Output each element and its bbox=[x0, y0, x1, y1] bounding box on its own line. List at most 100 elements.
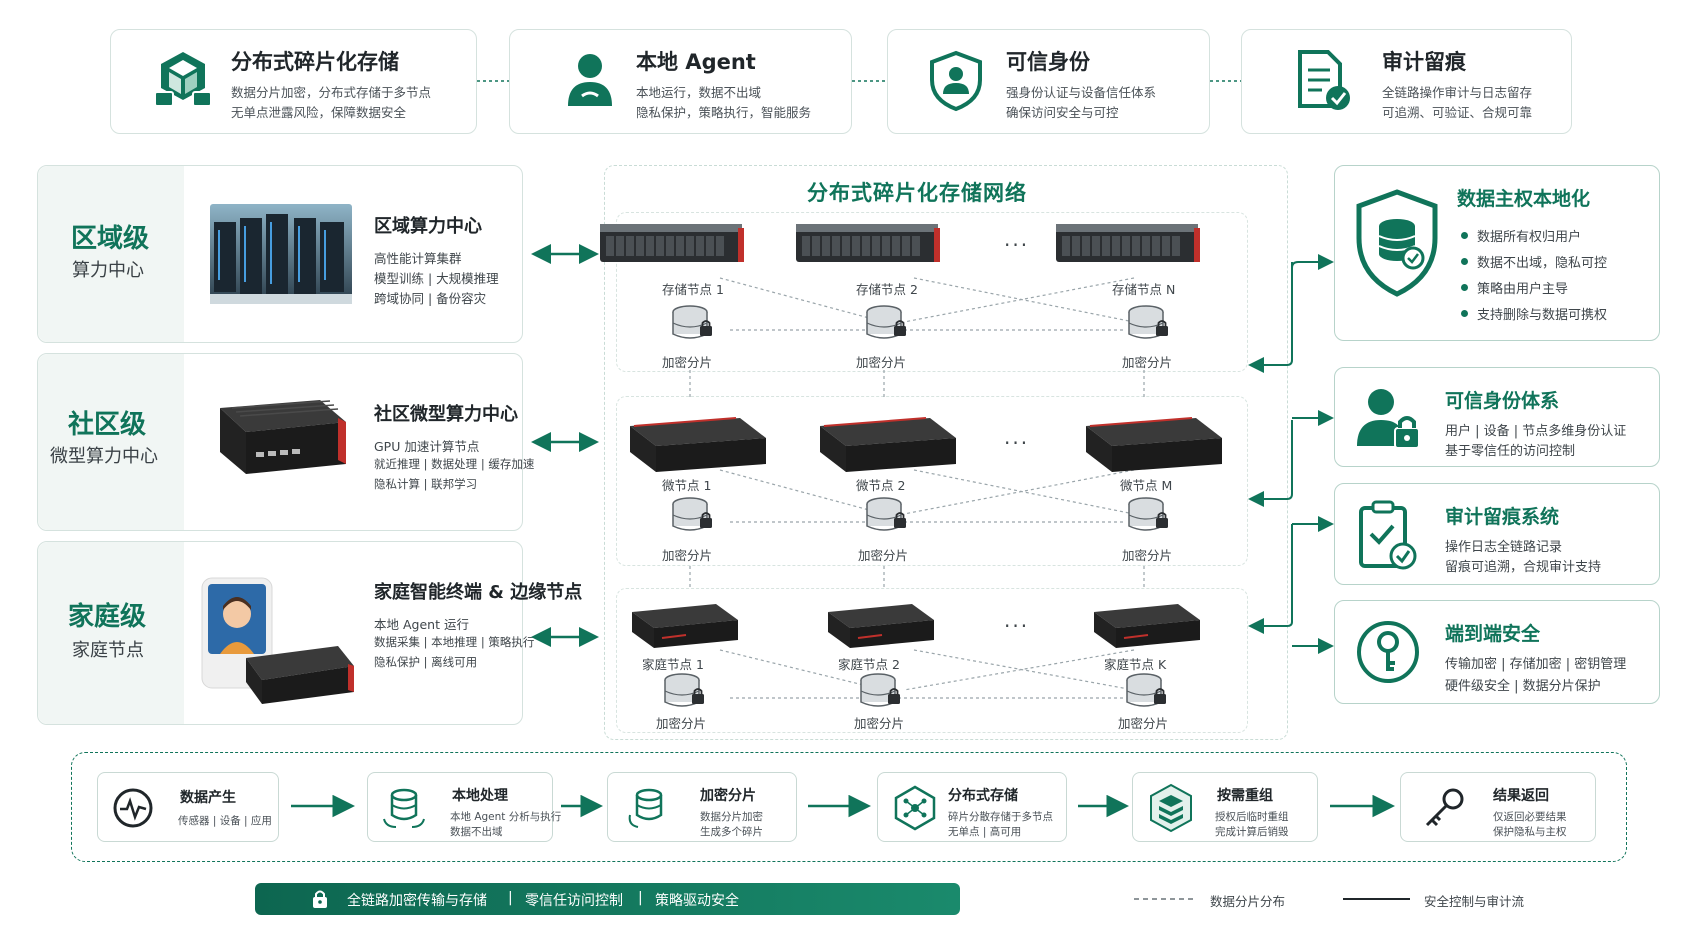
key-icon bbox=[1425, 788, 1464, 827]
drive-bay bbox=[1132, 236, 1140, 256]
tier-name: 家庭级 bbox=[68, 602, 147, 632]
panel-item: 策略由用户主导 bbox=[1477, 282, 1569, 297]
lock-icon bbox=[888, 694, 900, 704]
tier-card-regional: 区域级 算力中心 区域算力中心 高性能计算集群 模型训练 | 大规模推理 跨域协… bbox=[37, 165, 523, 343]
database-process-icon bbox=[383, 788, 425, 828]
drive-bay bbox=[606, 236, 614, 256]
pipeline-line: 保护隐私与主权 bbox=[1493, 826, 1567, 838]
lock-icon bbox=[692, 694, 704, 704]
pipeline-line: 无单点 | 高可用 bbox=[948, 826, 1022, 838]
box-front bbox=[1116, 620, 1200, 648]
panel-line: 硬件级安全 | 数据分片保护 bbox=[1445, 679, 1601, 694]
tier-sub: 微型算力中心 bbox=[50, 446, 158, 467]
box-side bbox=[1094, 612, 1116, 648]
drive-bay bbox=[676, 236, 684, 256]
panel-item: 支持删除与数据可携权 bbox=[1477, 308, 1608, 323]
feature-line: 全链路操作审计与日志留存 bbox=[1382, 85, 1533, 100]
shard-label: 加密分片 bbox=[662, 355, 713, 370]
shield-user-icon bbox=[930, 50, 982, 112]
mesh-line bbox=[913, 277, 1135, 323]
lock-icon bbox=[313, 890, 327, 908]
shard-body bbox=[673, 312, 707, 334]
panel-item: 数据不出域，隐私可控 bbox=[1477, 256, 1608, 271]
node-label: 微节点 2 bbox=[856, 478, 906, 493]
tier-line: 高性能计算集群 bbox=[374, 251, 462, 266]
drive-bay bbox=[892, 236, 900, 256]
agent-user-icon bbox=[568, 54, 612, 106]
hexagon-network-icon bbox=[894, 785, 936, 831]
drive-bay bbox=[626, 236, 634, 256]
drive-bay bbox=[902, 236, 910, 256]
panel-title: 可信身份体系 bbox=[1445, 390, 1560, 412]
server-handle bbox=[738, 228, 744, 262]
shard-ring bbox=[672, 322, 708, 328]
tier-sub: 算力中心 bbox=[72, 260, 144, 281]
home-node-icon bbox=[632, 604, 738, 628]
box-side bbox=[1086, 426, 1112, 472]
network-title: 分布式碎片化存储网络 bbox=[807, 181, 1027, 205]
feature-line: 确保访问安全与可控 bbox=[1006, 105, 1119, 120]
feature-card-distributed-storage: 分布式碎片化存储 数据分片加密，分布式存储于多节点 无单点泄露风险，保障数据安全 bbox=[110, 29, 477, 134]
pipeline-title: 按需重组 bbox=[1217, 788, 1273, 804]
feature-line: 隐私保护，策略执行，智能服务 bbox=[636, 105, 812, 120]
pipeline-step-result-return: 结果返回 仅返回必要结果 保护隐私与主权 bbox=[1400, 772, 1596, 842]
feature-title: 本地 Agent bbox=[636, 50, 756, 74]
feature-line: 数据分片加密，分布式存储于多节点 bbox=[231, 85, 432, 100]
row-ellipsis: ··· bbox=[1004, 431, 1030, 455]
tier-title: 社区微型算力中心 bbox=[374, 404, 518, 425]
lock-shackle bbox=[895, 320, 905, 326]
micro-node-icon bbox=[1086, 418, 1222, 446]
tier-title: 区域算力中心 bbox=[374, 216, 482, 237]
lock-icon bbox=[894, 326, 906, 336]
shard-ring bbox=[1128, 322, 1164, 328]
panel-title: 端到端安全 bbox=[1445, 623, 1541, 645]
server-top bbox=[1056, 224, 1198, 232]
box-front bbox=[1112, 438, 1222, 472]
shard-label: 加密分片 bbox=[854, 716, 905, 731]
node-label: 家庭节点 K bbox=[1104, 657, 1167, 672]
bullet bbox=[1461, 258, 1468, 265]
lock-shackle bbox=[701, 512, 711, 518]
pipeline-title: 数据产生 bbox=[180, 790, 236, 806]
mesh-line bbox=[913, 649, 1135, 691]
drive-bay bbox=[706, 236, 714, 256]
panel-line: 用户 | 设备 | 节点多维身份认证 bbox=[1445, 424, 1627, 439]
panel-line: 基于零信任的访问控制 bbox=[1445, 444, 1576, 459]
node-label: 微节点 M bbox=[1120, 478, 1173, 493]
box-accent bbox=[1123, 634, 1149, 639]
box-side bbox=[820, 426, 846, 472]
drive-bay bbox=[1072, 236, 1080, 256]
pipeline-line: 仅返回必要结果 bbox=[1493, 811, 1567, 823]
shard-ring bbox=[1126, 690, 1162, 696]
drive-bay bbox=[822, 236, 830, 256]
panel-title: 数据主权本地化 bbox=[1457, 188, 1591, 210]
feature-title: 审计留痕 bbox=[1382, 50, 1466, 74]
shard-label: 加密分片 bbox=[662, 548, 713, 563]
tier-name: 区域级 bbox=[71, 224, 150, 254]
feature-card-audit-trail: 审计留痕 全链路操作审计与日志留存 可追溯、可验证、合规可靠 bbox=[1241, 29, 1572, 134]
home-terminal-image bbox=[201, 577, 354, 704]
shard-ring bbox=[866, 322, 902, 328]
tier-line: 隐私计算 | 联邦学习 bbox=[374, 477, 478, 491]
pulse-icon bbox=[113, 788, 153, 828]
tier-band bbox=[38, 354, 184, 530]
drive-bay bbox=[1082, 236, 1090, 256]
pipeline-line: 本地 Agent 分析与执行 bbox=[450, 811, 562, 823]
lock-shackle bbox=[701, 320, 711, 326]
tier-line: 就近推理 | 数据处理 | 缓存加速 bbox=[374, 457, 535, 471]
legend-solid: 安全控制与审计流 bbox=[1424, 894, 1525, 909]
pipeline-line: 数据分片加密 bbox=[700, 811, 763, 823]
lock-icon bbox=[1156, 518, 1168, 528]
drive-bay bbox=[696, 236, 704, 256]
tier-line: 本地 Agent 运行 bbox=[374, 617, 469, 632]
lock-icon bbox=[894, 518, 906, 528]
pipeline-step-encrypt-shard: 加密分片 数据分片加密 生成多个碎片 bbox=[607, 772, 797, 842]
shard-ring bbox=[664, 690, 700, 696]
pipeline-line: 数据不出域 bbox=[450, 826, 503, 838]
drive-bay bbox=[832, 236, 840, 256]
pipeline-step-distributed-storage: 分布式存储 碎片分散存储于多节点 无单点 | 高可用 bbox=[877, 772, 1067, 842]
drive-bay bbox=[656, 236, 664, 256]
feature-title: 可信身份 bbox=[1006, 50, 1090, 74]
shard-body bbox=[867, 504, 901, 526]
lock-icon bbox=[700, 326, 712, 336]
